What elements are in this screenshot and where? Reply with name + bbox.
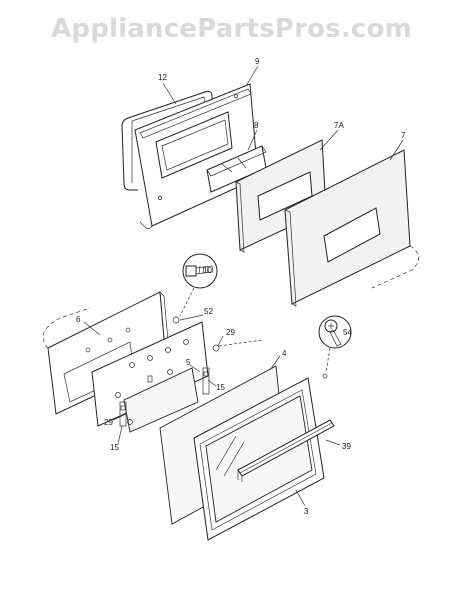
label-part-15-left: 15	[110, 443, 119, 452]
part-12-gasket	[121, 91, 215, 191]
watermark-text: AppliancePartsPros.com	[51, 14, 412, 44]
label-part-7a: 7A	[334, 121, 344, 130]
label-part-6: 6	[76, 315, 81, 324]
part-29-clip-bottom	[127, 419, 133, 425]
label-part-39: 39	[342, 442, 351, 451]
label-part-52: 52	[204, 307, 213, 316]
part-9-inner-door-liner	[134, 83, 259, 230]
part-10-screw	[179, 253, 218, 317]
label-part-5: 5	[186, 358, 191, 367]
leader-lines	[83, 65, 404, 507]
part-7-outer-door-panel	[284, 149, 419, 307]
part-29-clip-top	[212, 339, 263, 352]
part-52-clip	[172, 316, 180, 324]
label-part-15-right: 15	[216, 383, 225, 392]
label-part-29-bottom: 29	[104, 418, 113, 427]
part-15-hinge-right	[202, 367, 210, 395]
label-part-3: 3	[304, 507, 309, 516]
part-39-handle	[237, 419, 335, 482]
label-part-4: 4	[282, 349, 287, 358]
label-part-10: 10	[203, 266, 212, 275]
label-part-54: 54	[343, 328, 352, 337]
label-part-7: 7	[401, 131, 406, 140]
part-54-screw	[318, 315, 352, 379]
label-part-9: 9	[255, 57, 260, 66]
label-part-8: 8	[254, 121, 259, 130]
label-part-29-top: 29	[226, 328, 235, 337]
part-5-inner-glass	[123, 367, 199, 433]
label-part-12: 12	[158, 73, 167, 82]
